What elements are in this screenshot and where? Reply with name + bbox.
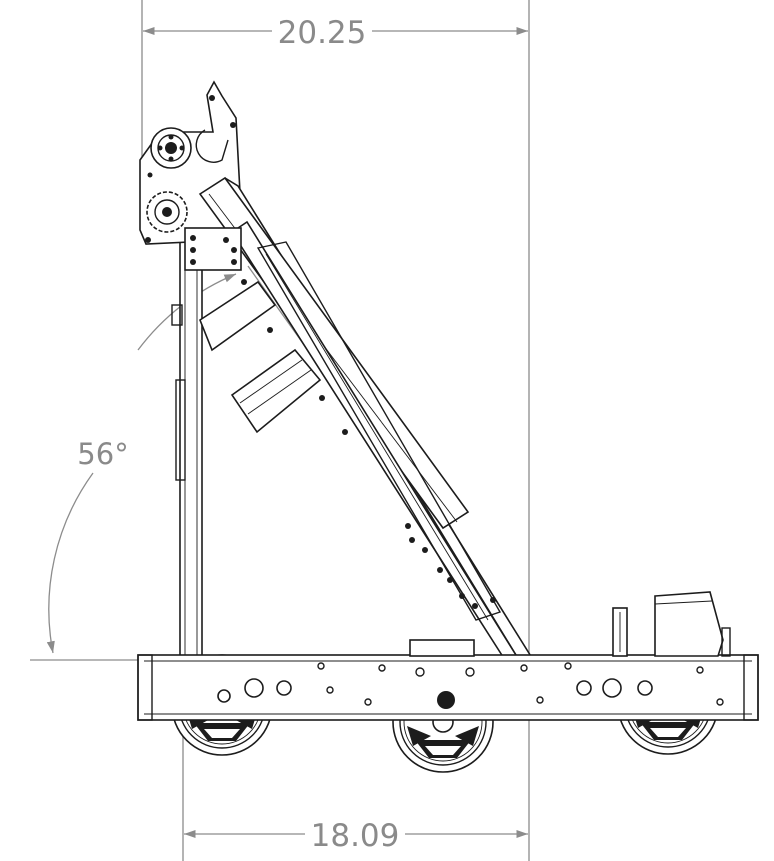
vertical-upright [171,224,203,661]
upper-pulley [150,127,192,169]
arm-fasteners [241,279,496,609]
top-width-label: 20.25 [278,15,367,51]
top-width-dimension: 20.25 [141,0,530,665]
angle-label: 56° [77,437,128,471]
angle-dimension: 56° [30,265,529,661]
motor [199,280,322,434]
sprocket [146,191,188,233]
chassis-rail [137,639,759,721]
front-gearbox [612,591,731,657]
bottom-width-label: 18.09 [311,818,400,854]
angle-arc-lower [46,472,94,654]
bottom-width-dimension: 18.09 [182,690,530,861]
chassis-holes [217,662,724,709]
carriage-bracket [184,227,242,271]
